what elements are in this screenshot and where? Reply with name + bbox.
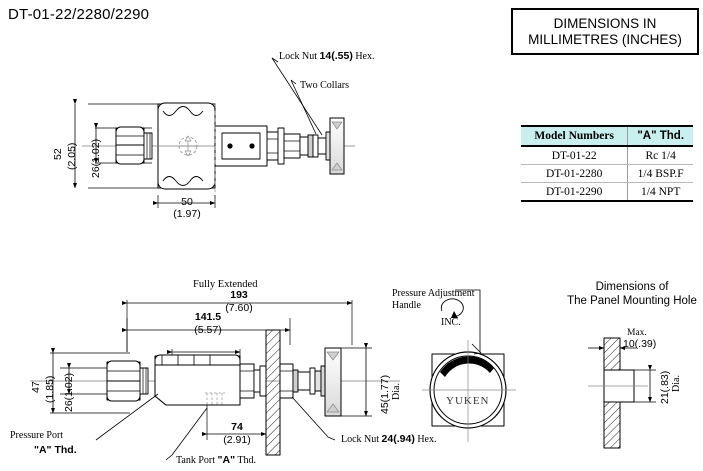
dim-panel-to-end-inch: (5.57) bbox=[194, 324, 222, 336]
dim-body-to-panel-inch: (2.91) bbox=[223, 434, 251, 446]
panel-hole-diameter: 21(.83) bbox=[659, 370, 671, 404]
dim-fully-extended-label: Fully Extended bbox=[193, 279, 258, 290]
dim-side-overall-height: 47 bbox=[30, 381, 42, 393]
table-row: DT-01-2290 1/4 NPT bbox=[521, 182, 693, 202]
callout-lock-nut-24: Lock Nut 24(.94) Hex. bbox=[341, 433, 437, 445]
dim-top-body-width-inch: (1.97) bbox=[173, 208, 201, 220]
panel-hole-title-line1: Dimensions of bbox=[595, 281, 669, 293]
cell-model: DT-01-2290 bbox=[521, 182, 628, 202]
table-header-row: Model Numbers "A" Thd. bbox=[521, 125, 693, 147]
dim-top-overall-height-inch: (2.05) bbox=[66, 142, 78, 170]
callout-pressure-adjustment-line2: Handle bbox=[392, 300, 421, 311]
col-header-model: Model Numbers bbox=[521, 125, 628, 147]
top-view-group bbox=[72, 57, 355, 208]
cell-model: DT-01-2280 bbox=[521, 164, 628, 183]
rotation-direction-label: INC. bbox=[441, 317, 461, 328]
lock-nut-value: 14(.55) bbox=[319, 50, 353, 62]
units-note-line2: MILLIMETRES (INCHES) bbox=[528, 31, 682, 47]
panel-hole-title-line2: The Panel Mounting Hole bbox=[567, 295, 697, 307]
page-title: DT-01-22/2280/2290 bbox=[8, 6, 150, 23]
callout-tank-port: Tank Port "A" Thd. bbox=[176, 454, 257, 466]
panel-hole-diameter-suffix: Dia. bbox=[671, 375, 682, 392]
cell-thd: 1/4 BSP.F bbox=[627, 164, 693, 183]
dim-top-body-width: 50 bbox=[181, 196, 193, 208]
callout-pressure-port-line2: "A" Thd. bbox=[34, 444, 77, 456]
dim-body-to-panel-value: 74 bbox=[231, 421, 243, 433]
dim-panel-to-end-value: 141.5 bbox=[194, 311, 222, 323]
knob-face-view-group bbox=[422, 289, 516, 442]
dim-side-port-center-height: 26(1.02) bbox=[63, 372, 75, 412]
callout-two-collars: Two Collars bbox=[300, 80, 350, 91]
side-view-group bbox=[30, 300, 400, 461]
callout-pressure-adjustment-line1: Pressure Adjustment bbox=[392, 288, 475, 299]
panel-thickness-max-label: Max. bbox=[627, 328, 647, 338]
panel-hole-view-group bbox=[588, 337, 656, 449]
table-row: DT-01-22 Rc 1/4 bbox=[521, 146, 693, 165]
panel-thickness-value: 10(.39) bbox=[623, 338, 657, 350]
dim-top-overall-height: 52 bbox=[52, 148, 64, 160]
cell-thd: 1/4 NPT bbox=[627, 182, 693, 202]
dim-fully-extended-value: 193 bbox=[230, 289, 248, 301]
dim-knob-diameter: 45(1.77) bbox=[379, 374, 391, 414]
lock-nut-24-value: 24(.94) bbox=[381, 433, 415, 445]
table-row: DT-01-2280 1/4 BSP.F bbox=[521, 164, 693, 183]
callout-lock-nut-top: Lock Nut 14(.55) Hex. bbox=[279, 50, 375, 62]
col-header-thd: "A" Thd. bbox=[627, 125, 693, 147]
model-number-table: Model Numbers "A" Thd. DT-01-22 Rc 1/4 D… bbox=[521, 125, 693, 202]
dim-top-port-height: 26(1.02) bbox=[90, 138, 102, 178]
tank-port-thread: "A" bbox=[217, 454, 236, 466]
dim-fully-extended-inch: (7.60) bbox=[225, 302, 253, 314]
units-note-box: DIMENSIONS IN MILLIMETRES (INCHES) bbox=[511, 8, 699, 55]
callout-pressure-port-line1: Pressure Port bbox=[10, 430, 64, 441]
thd-header-text: "A" Thd. bbox=[637, 130, 685, 142]
dim-side-overall-height-inch: (1.85) bbox=[44, 375, 56, 403]
dim-knob-diameter-suffix: Dia. bbox=[391, 383, 402, 400]
units-note-line1: DIMENSIONS IN bbox=[553, 15, 657, 31]
brand-logo: YUKEN bbox=[446, 395, 490, 407]
cell-thd: Rc 1/4 bbox=[627, 146, 693, 165]
cell-model: DT-01-22 bbox=[521, 146, 628, 165]
